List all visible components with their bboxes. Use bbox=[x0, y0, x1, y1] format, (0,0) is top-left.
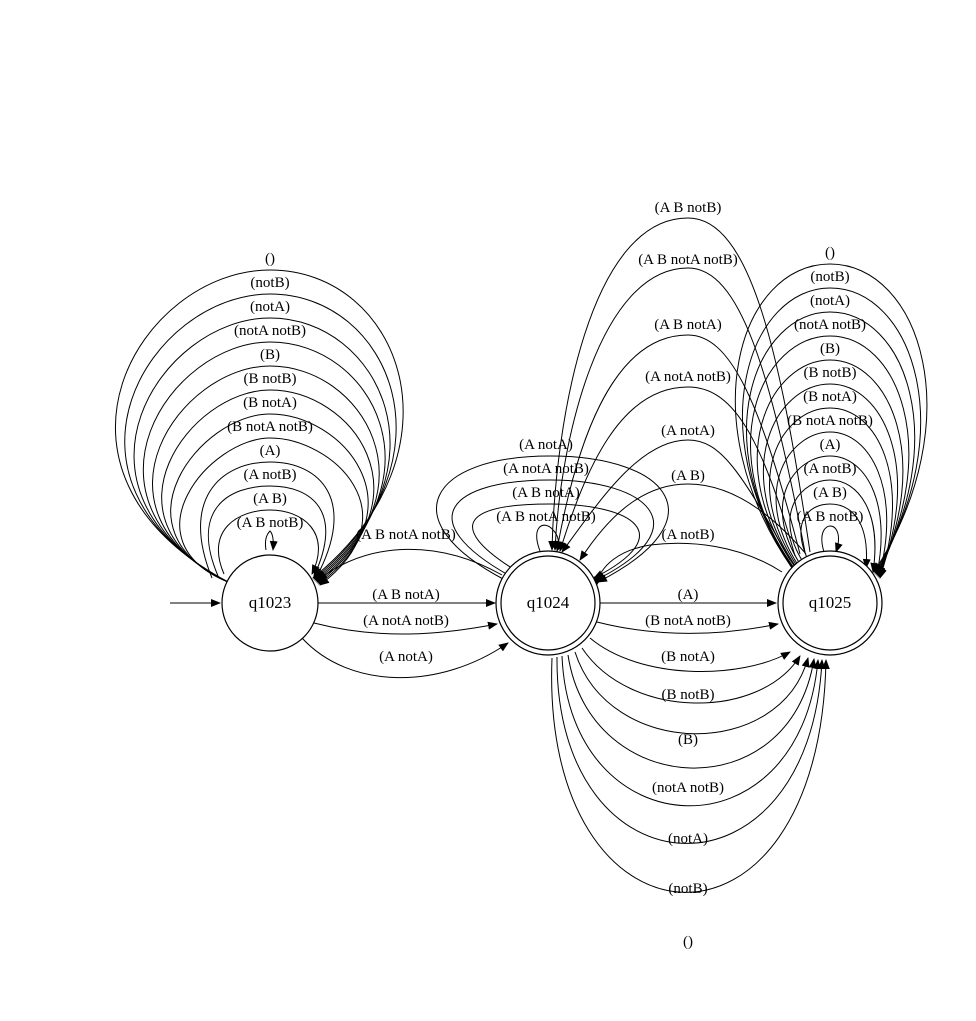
edge-label: () bbox=[825, 245, 835, 261]
edge-label: (notA notB) bbox=[794, 317, 866, 333]
state-label: q1023 bbox=[249, 593, 292, 612]
edge-label: (A notB) bbox=[244, 467, 297, 483]
edge-label: (A B notA notB) bbox=[356, 527, 456, 543]
edges-q1024-q1025 bbox=[551, 599, 830, 893]
edge-label: (notB) bbox=[810, 269, 849, 285]
edge-label: (A B notA) bbox=[654, 317, 722, 333]
edge-label: (B notA) bbox=[661, 649, 715, 665]
edge-label: (B notA notB) bbox=[227, 419, 313, 435]
edge-label: (A notB) bbox=[662, 527, 715, 543]
edge-label: (A B notA) bbox=[372, 587, 440, 603]
transition-edges bbox=[114, 217, 928, 893]
edges-q1023-q1024 bbox=[301, 599, 509, 679]
edge-label: (A notA notB) bbox=[503, 461, 589, 477]
edge-label: (B notB) bbox=[244, 371, 297, 387]
edge-label: (A) bbox=[260, 443, 281, 459]
state-label: q1025 bbox=[809, 593, 852, 612]
labels-q1024-q1025: (A) (B notA notB) (B notA) (B notB) (B) … bbox=[645, 587, 731, 950]
edge-label: (B notB) bbox=[662, 687, 715, 703]
edge-label: (A B notB) bbox=[797, 509, 864, 525]
edge-label: (notB) bbox=[668, 881, 707, 897]
q1024-self-loops bbox=[436, 455, 669, 583]
edge-label: (A B notA notB) bbox=[638, 252, 738, 268]
edge-label: (A) bbox=[820, 437, 841, 453]
labels-q1024-self: (A notA) (A notA notB) (A B notA) (A B n… bbox=[496, 437, 596, 525]
edge-label: (notA) bbox=[668, 831, 708, 847]
edge-label: (A B) bbox=[813, 485, 847, 501]
edge-label: (B) bbox=[260, 347, 280, 363]
edge-label: (A B notA) bbox=[512, 485, 580, 501]
labels-q1025-self: () (notB) (notA) (notA notB) (B) (B notB… bbox=[787, 245, 873, 525]
edge-label: (A notB) bbox=[804, 461, 857, 477]
state-label: q1024 bbox=[527, 593, 570, 612]
edge-label: (B) bbox=[820, 341, 840, 357]
edge-label: (A B notB) bbox=[237, 515, 304, 531]
edge-label: () bbox=[265, 251, 275, 267]
q1025-self-loops bbox=[734, 263, 928, 579]
edge-label: (notB) bbox=[250, 275, 289, 291]
edge-label: (A notA notB) bbox=[363, 613, 449, 629]
edge-label: (A) bbox=[678, 587, 699, 603]
edge-label: (A B notA notB) bbox=[496, 509, 596, 525]
edge-label: (A B notB) bbox=[655, 200, 722, 216]
edge-label: (notA notB) bbox=[652, 780, 724, 796]
labels-q1023-self: () (notB) (notA) (notA notB) (B) (B notB… bbox=[227, 251, 313, 531]
edge-q1024-q1023 bbox=[317, 548, 503, 581]
edge-label: (notA) bbox=[250, 299, 290, 315]
labels-q1023-q1024: (A B notA) (A notA notB) (A notA) bbox=[363, 587, 449, 665]
edge-label: (B notA) bbox=[243, 395, 297, 411]
edge-label: (B notA notB) bbox=[787, 413, 873, 429]
edge-label: (A notA) bbox=[519, 437, 573, 453]
state-q1024: q1024 bbox=[495, 550, 601, 656]
edge-label: () bbox=[683, 934, 693, 950]
edge-label: (B) bbox=[678, 732, 698, 748]
edge-label: (B notB) bbox=[804, 365, 857, 381]
edge-label: (A B) bbox=[253, 491, 287, 507]
state-q1023: q1023 bbox=[221, 554, 319, 652]
q1023-self-loops-inner bbox=[200, 461, 335, 579]
edge-label: (A B) bbox=[671, 468, 705, 484]
edge-label: (A notA notB) bbox=[645, 369, 731, 385]
edge-label: (B notA notB) bbox=[645, 613, 731, 629]
edge-label: (notA notB) bbox=[234, 323, 306, 339]
edge-label: (notA) bbox=[810, 293, 850, 309]
edges-q1025-q1024 bbox=[548, 217, 811, 587]
edge-label: (A notA) bbox=[661, 423, 715, 439]
state-q1025: q1025 bbox=[777, 550, 883, 656]
edge-label: (A notA) bbox=[379, 649, 433, 665]
edge-label: (B notA) bbox=[803, 389, 857, 405]
labels-q1025-q1024: (A B notB) (A B notA notB) (A B notA) (A… bbox=[638, 200, 738, 543]
q1023-self-loops-outer bbox=[114, 269, 404, 586]
